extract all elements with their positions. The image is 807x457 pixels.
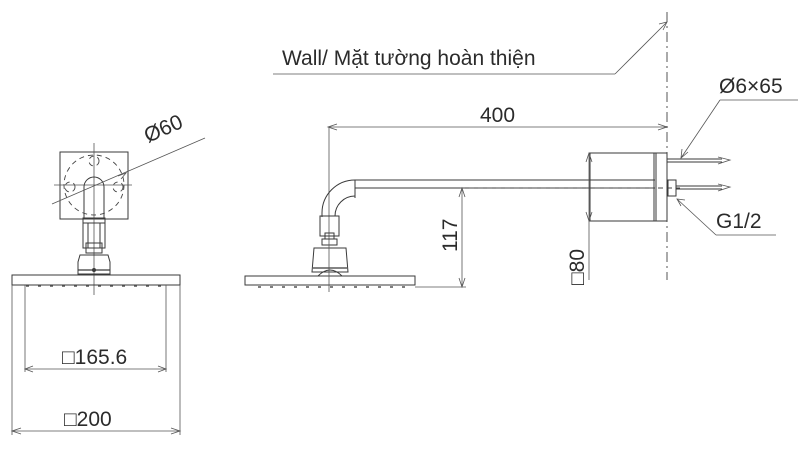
connector	[82, 217, 106, 249]
thread-spec-label: G1/2	[716, 210, 762, 233]
flange-square-label: □80	[566, 249, 589, 285]
screw-hole-left	[64, 181, 76, 193]
side-view	[244, 12, 798, 292]
outer-square-label: □200	[64, 408, 112, 431]
ball-joint	[77, 254, 111, 275]
side-shower-head-plate	[244, 275, 416, 286]
anchor-spec-label: Ø6×65	[719, 75, 783, 98]
arm-bend-outer	[321, 179, 356, 214]
side-wall-flange	[589, 152, 657, 222]
inner-square-label: □165.6	[62, 346, 127, 369]
shower-head-plate	[11, 274, 181, 286]
arm-bend-inner	[334, 195, 356, 217]
flange-diameter-label: Ø60	[141, 110, 187, 147]
side-ball-joint	[311, 247, 349, 273]
arm-front	[83, 176, 105, 218]
front-view	[10, 137, 206, 435]
drop-height-label: 117	[439, 219, 462, 252]
wall-label: Wall/ Mặt tường hoàn thiện	[282, 47, 536, 70]
arm-length-label: 400	[480, 104, 515, 127]
screw-hole-right	[112, 181, 124, 193]
